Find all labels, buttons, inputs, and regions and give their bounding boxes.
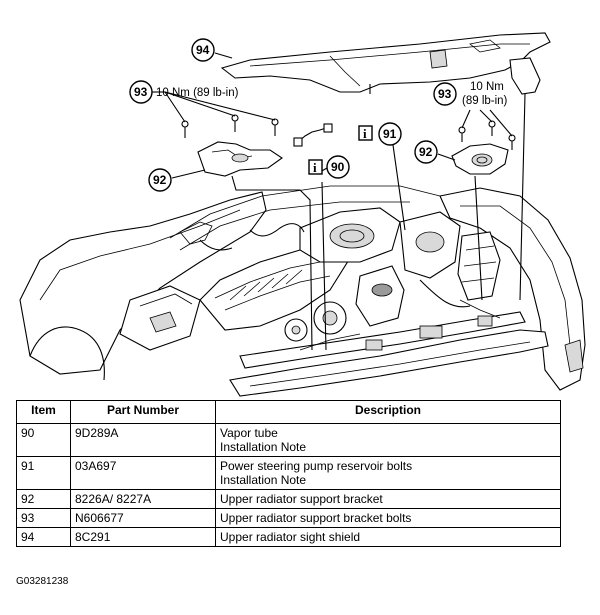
table-row: 90 9D289A Vapor tube Installation Note (16, 423, 561, 457)
bracket-92-left (197, 141, 283, 177)
cell-part-number: 8226A/ 8227A (70, 489, 216, 509)
cell-description: Upper radiator support bracket (215, 489, 561, 509)
vapor-tube-90 (293, 123, 333, 147)
description-text: Vapor tube (220, 426, 278, 440)
cell-description: Upper radiator sight shield (215, 527, 561, 547)
svg-text:i: i (363, 126, 367, 141)
callout-93-right: 93 (433, 82, 457, 106)
torque-spec-left: 10 Nm (89 lb-in) (156, 87, 239, 99)
bolts-93-right (458, 120, 516, 150)
cell-description: Power steering pump reservoir bolts Inst… (215, 456, 561, 490)
table-row: 92 8226A/ 8227A Upper radiator support b… (16, 489, 561, 509)
svg-text:93: 93 (134, 85, 148, 99)
bolts-93-left (181, 114, 279, 138)
figure-code: G03281238 (16, 576, 69, 587)
table-header-row: Item Part Number Description (16, 400, 561, 424)
info-marker-91: i (358, 125, 373, 141)
cell-item: 94 (16, 527, 71, 547)
callout-92-right: 92 (414, 140, 438, 164)
sight-shield-94 (220, 32, 551, 95)
engine-bay-diagram: 94 93 10 Nm (89 lb-in) 93 10 Nm (89 lb-i… (19, 32, 586, 397)
header-part-number: Part Number (70, 400, 216, 424)
installation-note-link[interactable]: Installation Note (220, 440, 307, 454)
cell-part-number: 9D289A (70, 423, 216, 457)
svg-text:92: 92 (419, 145, 433, 159)
table-row: 94 8C291 Upper radiator sight shield (16, 527, 561, 547)
engine (119, 185, 501, 351)
callout-92-left: 92 (148, 168, 172, 192)
cell-item: 92 (16, 489, 71, 509)
svg-text:i: i (313, 160, 317, 175)
description-text: Power steering pump reservoir bolts (220, 459, 413, 473)
cell-item: 90 (16, 423, 71, 457)
header-item: Item (16, 400, 71, 424)
svg-text:90: 90 (331, 160, 345, 174)
cell-description: Vapor tube Installation Note (215, 423, 561, 457)
cell-part-number: 8C291 (70, 527, 216, 547)
cell-item: 93 (16, 508, 71, 528)
installation-note-link[interactable]: Installation Note (220, 473, 307, 487)
svg-text:93: 93 (438, 87, 452, 101)
callout-90: 90 (326, 155, 350, 179)
callout-93-left: 93 (129, 80, 153, 104)
svg-text:92: 92 (153, 173, 167, 187)
vehicle-body (19, 187, 586, 397)
callout-91: 91 (378, 122, 402, 146)
torque-spec-right-line1: 10 Nm (470, 81, 504, 93)
info-marker-90: i (308, 159, 323, 175)
cell-description: Upper radiator support bracket bolts (215, 508, 561, 528)
cell-part-number: 03A697 (70, 456, 216, 490)
torque-spec-right-line2: (89 lb-in) (462, 95, 508, 107)
cell-item: 91 (16, 456, 71, 490)
parts-table: Item Part Number Description 90 9D289A V… (16, 400, 561, 547)
leader-lines (152, 52, 526, 351)
table-row: 93 N606677 Upper radiator support bracke… (16, 508, 561, 528)
svg-text:91: 91 (383, 127, 397, 141)
callout-94: 94 (191, 38, 215, 62)
header-description: Description (215, 400, 561, 424)
bracket-92-right (451, 143, 509, 175)
table-row: 91 03A697 Power steering pump reservoir … (16, 456, 561, 490)
cell-part-number: N606677 (70, 508, 216, 528)
svg-text:94: 94 (196, 43, 210, 57)
